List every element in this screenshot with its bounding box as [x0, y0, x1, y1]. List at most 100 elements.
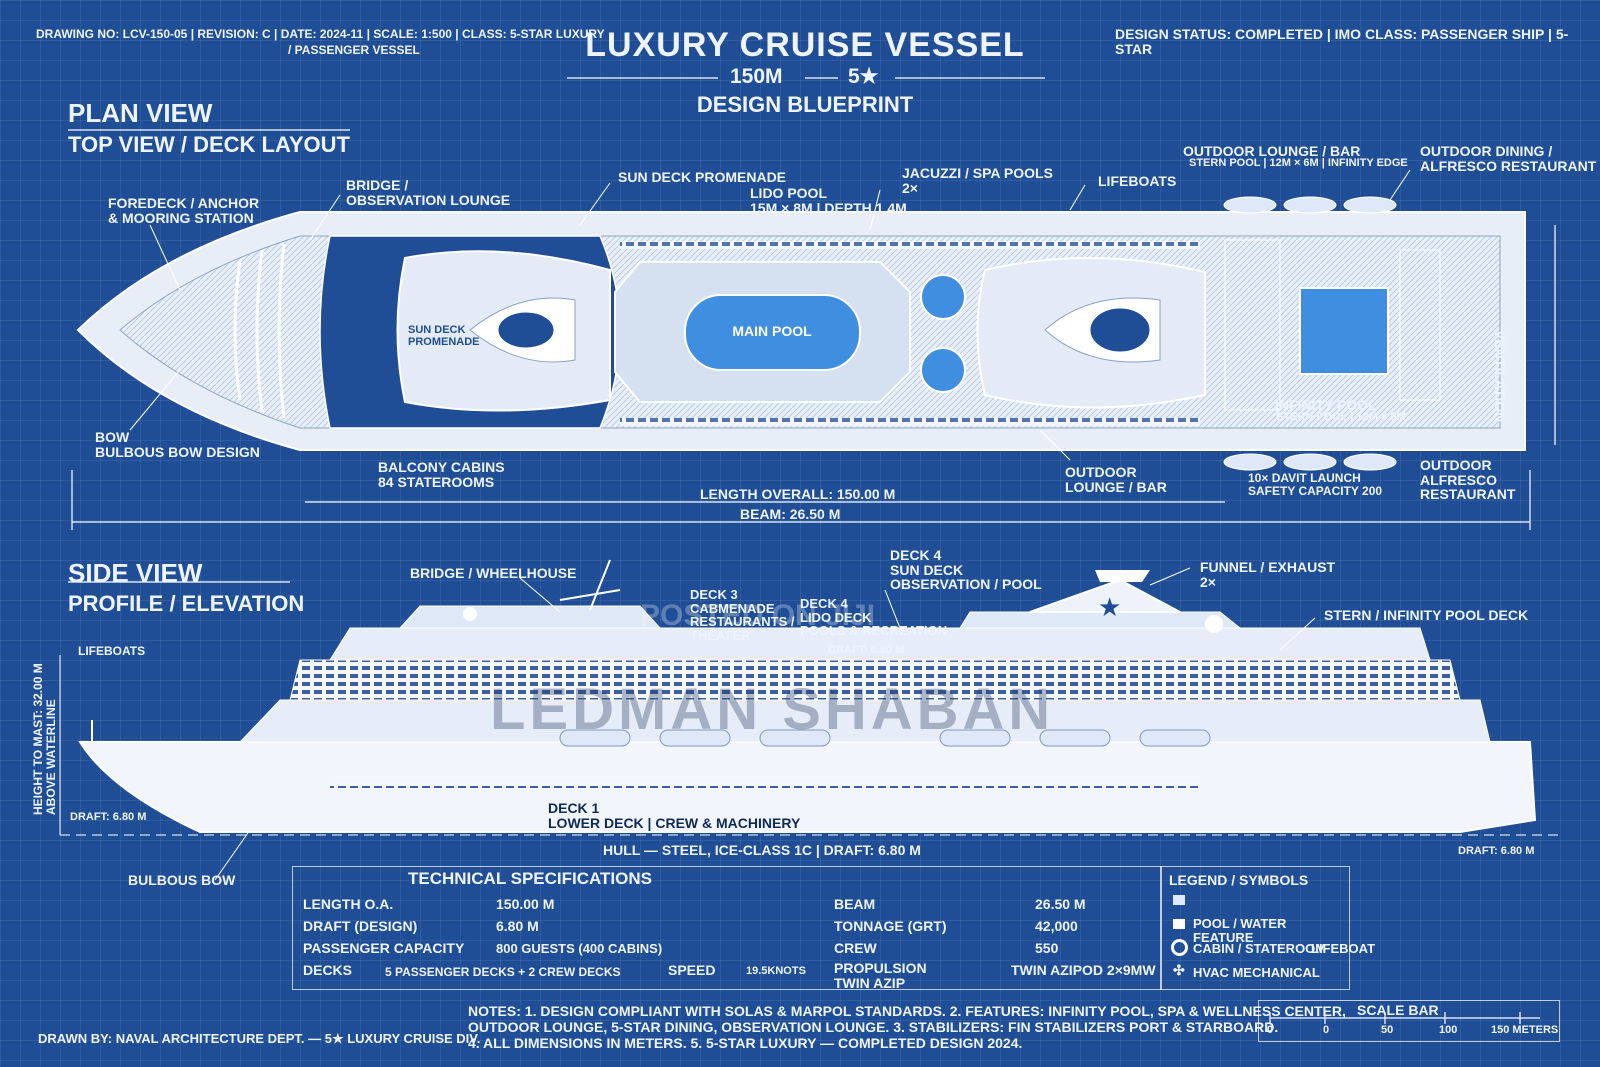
spec-speed-value: 19.5KNOTS	[746, 965, 806, 977]
scale-bar: SCALE BAR 0 0 50 100 150 METERS	[1258, 1000, 1560, 1042]
label-sun-deck: SUN DECK PROMENADE	[618, 169, 787, 185]
svg-text:★: ★	[1098, 593, 1121, 623]
side-view-subheading: PROFILE / ELEVATION	[68, 591, 305, 616]
label-alfresco: OUTDOOR ALFRESCO RESTAURANT	[1420, 457, 1516, 503]
label-deck3: DECK 3 CABMENADE RESTAURANTS / THEATER	[690, 587, 795, 643]
scale-tick-label: 100	[1439, 1024, 1458, 1036]
subtitle-length: 150M	[730, 65, 783, 88]
watermark-large: LEDMAN SHABAN	[490, 677, 1055, 742]
side-waterline	[59, 655, 1560, 836]
title-rule	[68, 77, 1045, 583]
plan-infinity-pool	[1224, 239, 1441, 411]
scale-tick-label: 50	[1381, 1024, 1394, 1036]
design-notes: NOTES: 1. DESIGN COMPLIANT WITH SOLAS & …	[468, 1003, 1346, 1052]
spec-row-label: DECKS	[303, 962, 353, 978]
design-status: DESIGN STATUS: COMPLETED | IMO CLASS: PA…	[1115, 26, 1569, 57]
plan-cabin-rows	[620, 241, 1200, 426]
side-hull	[78, 605, 1537, 833]
label-bridge-wheelhouse: BRIDGE / WHEELHOUSE	[410, 565, 577, 581]
label-beam: BEAM: 26.50 M	[740, 506, 841, 522]
label-outdoor-dining: OUTDOOR DINING / ALFRESCO RESTAURANT	[1420, 143, 1597, 174]
page-title: LUXURY CRUISE VESSEL	[585, 26, 1025, 64]
label-deck4-sun: DECK 4 SUN DECK OBSERVATION / POOL	[890, 547, 1042, 593]
label-draft-mid: DRAFT: 6.80 M	[828, 644, 905, 656]
spec-row-label: DRAFT (DESIGN)	[303, 918, 418, 934]
plan-lifeboats	[1223, 196, 1397, 471]
side-view-heading: SIDE VIEW	[68, 558, 203, 588]
label-outdoor-lounge-bottom: OUTDOOR LOUNGE / BAR	[1065, 464, 1167, 495]
label-main-pool: MAIN POOL	[732, 323, 812, 339]
legend-title: LEGEND / SYMBOLS	[1169, 872, 1309, 888]
drawing-info: DRAWING NO: LCV-150-05 | REVISION: C | D…	[36, 27, 605, 41]
scale-tick-label: 150 METERS	[1491, 1024, 1559, 1036]
spec-row-value2: TWIN AZIPOD 2×9MW	[1011, 962, 1156, 978]
pool-swatch-icon	[1173, 895, 1185, 905]
scale-bar-line	[1269, 1012, 1540, 1024]
label-funnel: FUNNEL / EXHAUST 2×	[1200, 559, 1336, 590]
spec-title: TECHNICAL SPECIFICATIONS	[408, 869, 652, 888]
spec-row-value: 800 GUESTS (400 CABINS)	[496, 941, 663, 956]
label-jacuzzi: JACUZZI / SPA POOLS 2×	[902, 165, 1053, 196]
label-draft-left: DRAFT: 6.80 M	[70, 811, 147, 823]
label-bulbous-bow: BULBOUS BOW	[128, 872, 236, 888]
label-draft-right: DRAFT: 6.80 M	[1458, 845, 1535, 857]
label-outdoor-lounge-top-sub: STERN POOL | 12M × 6M | INFINITY EDGE	[1189, 157, 1408, 169]
label-lifeboats-plan: LIFEBOATS	[1098, 173, 1177, 189]
label-deck4-lido: DECK 4 LIDO DECK POOLS & RECREATION	[800, 596, 948, 639]
label-bridge-observation: BRIDGE / OBSERVATION LOUNGE	[346, 177, 511, 208]
spec-row-label2: CREW	[834, 940, 877, 956]
plan-view-heading: PLAN VIEW	[68, 98, 213, 128]
side-lifeboats	[559, 729, 1211, 747]
spec-row-value2: 550	[1035, 940, 1059, 956]
label-davit: 10× DAVIT LAUNCH SAFETY CAPACITY 200	[1248, 471, 1383, 498]
scale-bar-title: SCALE BAR	[1357, 1002, 1439, 1018]
spec-row-label2: BEAM	[834, 896, 876, 912]
spec-row-label: LENGTH O.A.	[303, 896, 394, 912]
side-masts	[91, 559, 1223, 742]
label-bow: BOW BULBOUS BOW DESIGN	[95, 429, 260, 460]
spec-row-label2: PROPULSION TWIN AZIP	[834, 960, 927, 991]
side-funnel: ★	[1029, 570, 1181, 623]
label-infinity-pool: INFINITY POOL	[1275, 397, 1377, 413]
spec-row-value: 150.00 M	[496, 896, 555, 912]
plan-dimension-lines	[71, 225, 1556, 530]
scale-tick-label: 0	[1267, 1024, 1274, 1036]
spec-row-label2: TONNAGE (GRT)	[834, 918, 947, 934]
label-ventilation: VENTILATION	[1492, 330, 1508, 423]
spec-row-value: 5 PASSENGER DECKS + 2 CREW DECKS	[385, 965, 621, 979]
pool-symbol-icon	[1173, 919, 1185, 929]
label-deck1: DECK 1 LOWER DECK | CREW & MACHINERY	[548, 800, 801, 831]
watermark-small: POSTED ON JIJI	[640, 599, 876, 632]
legend-box: LEGEND / SYMBOLS POOL / WATER FEATURE CA…	[1160, 866, 1375, 990]
label-infinity-pool-sub: STERN POOL | 12M × 6M	[1276, 411, 1406, 423]
label-sun-deck-inner: SUN DECK PROMENADE	[408, 324, 480, 348]
plan-lido-area	[976, 256, 1206, 409]
label-lifeboats-side: LIFEBOATS	[78, 644, 146, 658]
subtitle-rating: 5★	[848, 65, 879, 88]
hvac-fan-icon: ✣	[1173, 962, 1185, 978]
spec-row-value2: 26.50 M	[1035, 896, 1086, 912]
label-length-overall: LENGTH OVERALL: 150.00 M	[700, 486, 896, 502]
spec-row-value2: 42,000	[1035, 918, 1078, 934]
plan-jacuzzis	[920, 274, 966, 393]
cabin-ring-icon	[1171, 939, 1188, 956]
drawn-by-footer: DRAWN BY: NAVAL ARCHITECTURE DEPT. — 5★ …	[38, 1031, 481, 1046]
plan-bridge-area	[319, 235, 621, 429]
label-balcony: BALCONY CABINS 84 STATEROOMS	[378, 459, 505, 490]
drawing-info-cont: / PASSENGER VESSEL	[288, 43, 420, 57]
label-height-mast: HEIGHT TO MAST: 32.00 M ABOVE WATERLINE	[31, 663, 58, 815]
side-leader-lines	[214, 567, 1316, 881]
spec-speed-label: SPEED	[668, 962, 716, 978]
side-portholes	[330, 782, 1200, 788]
label-hull: HULL — STEEL, ICE-CLASS 1C | DRAFT: 6.80…	[603, 842, 921, 858]
scale-tick-label: 0	[1323, 1024, 1330, 1036]
plan-leader-lines	[129, 169, 1411, 461]
spec-row-value: 6.80 M	[496, 918, 539, 934]
technical-specifications-table: TECHNICAL SPECIFICATIONS LENGTH O.A. 150…	[292, 866, 1162, 990]
label-outdoor-lounge-top: OUTDOOR LOUNGE / BAR	[1183, 143, 1361, 159]
subtitle-design-blueprint: DESIGN BLUEPRINT	[696, 92, 914, 117]
label-stern-pool-deck: STERN / INFINITY POOL DECK	[1324, 607, 1529, 623]
legend-item-label: CABIN / STATEROOM	[1193, 941, 1327, 956]
